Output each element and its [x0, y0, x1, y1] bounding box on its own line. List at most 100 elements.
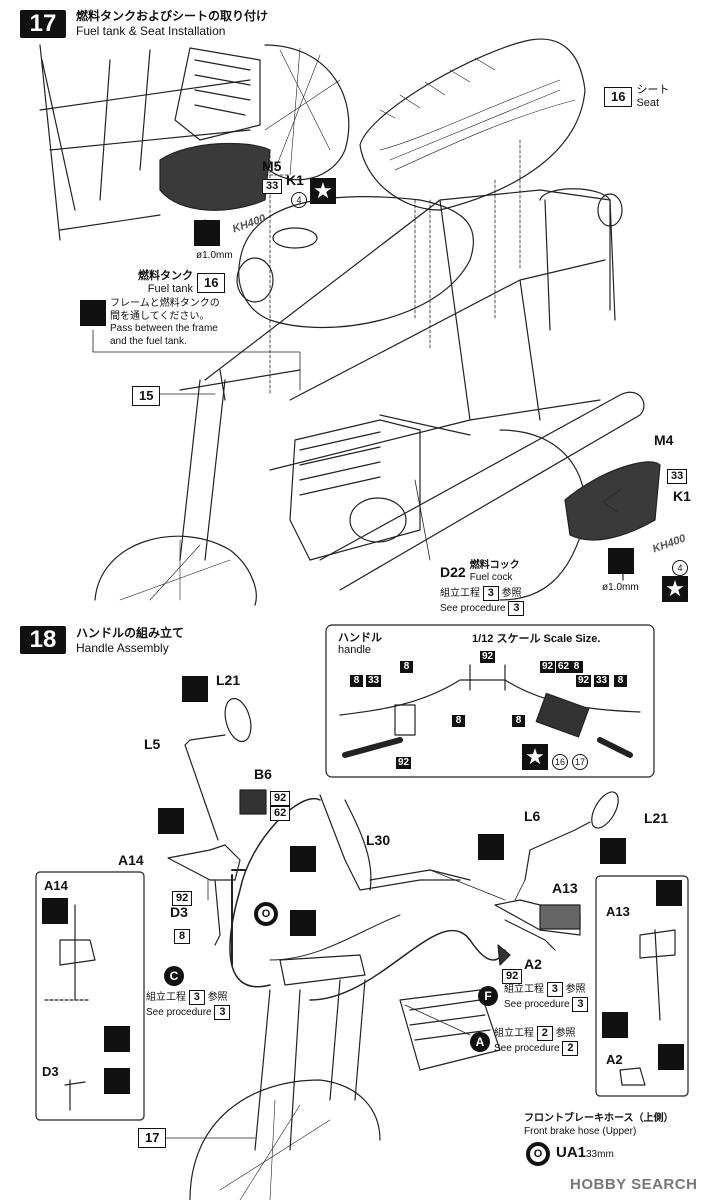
part-L21-right: L21: [644, 810, 669, 826]
inset-color-5: 8: [452, 710, 465, 728]
inset-color-12: 8: [614, 670, 627, 688]
right-cover-decal: 4: [672, 558, 688, 576]
inset-color-1: 8: [350, 670, 363, 688]
glue-icon: [182, 676, 208, 702]
engine-top-left: [174, 47, 261, 141]
inset-handle-frame: [325, 624, 655, 778]
right-cover-emblem: K1: [673, 488, 691, 504]
seat-label-en: Seat: [636, 97, 660, 109]
marker-O: O: [254, 902, 278, 926]
step-17-title-jp: 燃料タンクおよびシートの取り付け: [76, 9, 269, 23]
inset-scale: 1/12 スケール Scale Size.: [472, 633, 601, 645]
ref-A-jp: 組立工程: [494, 1028, 534, 1039]
engine-main: [289, 419, 421, 561]
part-B6-color-1: 92: [270, 788, 291, 806]
wheel-rear-top: [259, 44, 350, 181]
marker-A: A: [470, 1032, 490, 1052]
seat-part-number: 16: [604, 87, 633, 107]
left-box-D3: D3: [42, 1064, 59, 1079]
glue-icon: [600, 838, 626, 864]
fuel-cock-part: D22: [440, 564, 466, 580]
handlebar-17: [179, 369, 301, 401]
ref-en: See procedure: [440, 603, 506, 614]
part-L30: L30: [366, 832, 391, 848]
ref-C-num: 3: [188, 990, 205, 1005]
fuel-tank-label: 燃料タンク Fuel tank 16: [138, 270, 226, 296]
step-17-number: 17: [20, 10, 66, 38]
right-box-A2: A2: [606, 1052, 623, 1067]
front-fork-18: [254, 979, 366, 1151]
triple-clamp: [279, 954, 366, 986]
step-17-title-en: Fuel tank & Seat Installation: [76, 24, 226, 38]
inset-color-13: 92: [396, 757, 412, 769]
frame-rear-left: [39, 44, 251, 241]
brake-hose-jp: フロントブレーキホース（上側）: [524, 1113, 674, 1124]
mirror-right: [591, 791, 619, 829]
left-box-A14: A14: [44, 878, 68, 893]
ref-jp2: 参照: [501, 588, 522, 599]
fuel-tank-part-number: 16: [197, 273, 226, 293]
ref-number: 3: [482, 586, 499, 601]
ref-C: 組立工程 3 参照 See procedure 3: [146, 990, 231, 1020]
inset-color-6: 8: [512, 710, 525, 728]
front-fork-17: [179, 379, 226, 561]
inset-color-11: 33: [594, 675, 610, 687]
right-cover-part: M4: [654, 432, 674, 448]
inset-decal-a: 16: [552, 752, 568, 770]
mirror-left: [224, 697, 252, 743]
ref-C-en: See procedure: [146, 1007, 212, 1018]
ref-C-jp: 組立工程: [146, 992, 186, 1003]
glue-icon: [104, 1026, 130, 1052]
part-D3-color-1: 92: [172, 888, 193, 906]
ref-C-num: 3: [214, 1005, 231, 1020]
routing-note: フレームと燃料タンクの 間を通してください。 Pass between the …: [110, 298, 220, 348]
left-cover-part: M5: [262, 158, 282, 174]
marker-O: O: [526, 1142, 550, 1166]
marker-F: F: [478, 986, 498, 1006]
inset-color-8: 62: [556, 661, 572, 673]
glue-icon: [290, 846, 316, 872]
part-D3-color-2: 8: [174, 926, 190, 944]
brake-hose-note: フロントブレーキホース（上側） Front brake hose (Upper): [524, 1112, 674, 1138]
note-jp-1: フレームと燃料タンクの: [110, 298, 220, 309]
left-cover-decal: 4: [291, 190, 307, 208]
ref-F-jp2: 参照: [565, 984, 586, 995]
step-18-title-en: Handle Assembly: [76, 641, 169, 655]
grab-rail: [539, 188, 616, 331]
ref-F: 組立工程 3 参照 See procedure 3: [504, 982, 589, 1012]
inset-color-10: 92: [576, 675, 592, 687]
brake-hose-part: UA1: [556, 1144, 587, 1161]
brake-hose-size: 33mm: [586, 1149, 614, 1160]
fuel-tank-label-jp: 燃料タンク: [138, 270, 193, 282]
part-A2-color: 92: [502, 966, 523, 984]
drill-icon: [194, 220, 220, 246]
left-cover-screw: 33: [262, 176, 283, 194]
inset-color-4: 92: [480, 651, 496, 663]
ref-A-en: See procedure: [494, 1043, 560, 1054]
fuel-cock-label: D22 燃料コック Fuel cock 組立工程 3 参照 See proced…: [440, 560, 525, 616]
ref-A-num: 2: [562, 1041, 579, 1056]
inset-color-3: 8: [400, 656, 413, 674]
front-wheel-17: [94, 535, 257, 606]
inset-title: ハンドル handle: [338, 632, 382, 656]
ref-A-jp2: 参照: [555, 1028, 576, 1039]
seat-label-jp: シート: [636, 84, 670, 96]
fuel-cock-jp: 燃料コック: [469, 560, 520, 571]
note-jp-2: 間を通してください。: [110, 310, 210, 322]
step-17-title: 燃料タンクおよびシートの取り付け Fuel tank & Seat Instal…: [76, 9, 268, 39]
part-L6: L6: [524, 808, 541, 824]
ref-C-jp2: 参照: [207, 992, 228, 1003]
ref-F-jp: 組立工程: [504, 984, 544, 995]
inset-title-en: handle: [338, 644, 372, 656]
inset-decal-b: 17: [572, 752, 588, 770]
inset-color-2: 33: [366, 675, 382, 687]
glue-icon: [104, 1068, 130, 1094]
part-A2: A2: [524, 956, 542, 972]
fuel-cock-en: Fuel cock: [469, 572, 513, 583]
fuel-tank-drawing: [238, 196, 474, 329]
part-A14: A14: [118, 852, 144, 868]
seat-drawing: [359, 38, 586, 211]
drill-icon: [608, 548, 634, 574]
ref-F-en: See procedure: [504, 999, 570, 1010]
ref-number: 3: [508, 601, 525, 616]
